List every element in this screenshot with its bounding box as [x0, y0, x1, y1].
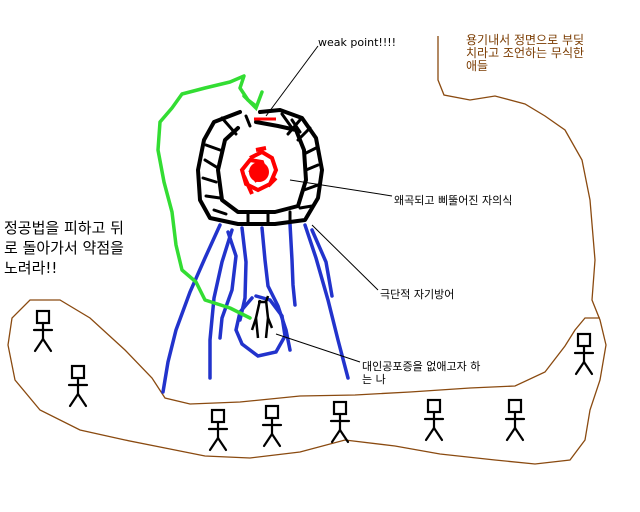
crowd-label-line1: 용기내서 정면으로 부딪 — [466, 33, 585, 47]
stick-figure — [329, 400, 351, 444]
stick-figure — [423, 398, 445, 442]
stick-figure — [207, 408, 229, 452]
stick-figure — [32, 309, 54, 353]
weak-point-label: weak point!!!! — [318, 36, 397, 49]
arrow-head — [242, 90, 264, 112]
stick-figure — [67, 364, 89, 408]
advice-label-line2: 로 돌아가서 약점을 — [4, 239, 124, 257]
leader-lines — [265, 45, 393, 363]
me-figure — [250, 295, 274, 339]
advice-label-line3: 노려라!! — [4, 259, 58, 277]
detour-path — [156, 74, 258, 320]
me-label-line2: 는 나 — [362, 373, 386, 386]
fortress — [196, 108, 324, 226]
extreme-defense-label: 극단적 자기방어 — [380, 288, 455, 301]
defense-legs — [161, 222, 350, 394]
stick-figure — [504, 398, 526, 442]
distorted-self-label: 왜곡되고 삐뚤어진 자의식 — [394, 194, 513, 207]
stick-figure — [261, 404, 283, 448]
crowd-label-line2: 치라고 조언하는 무식한 — [466, 46, 585, 60]
crowd-area-outline — [7, 36, 607, 465]
me-label-line1: 대인공포증을 없애고자 하 — [362, 360, 481, 373]
crowd-figures — [32, 309, 595, 452]
advice-label-line1: 정공법을 피하고 뒤 — [4, 219, 124, 237]
stick-figure — [573, 332, 595, 376]
crowd-label-line3: 애들 — [466, 59, 489, 73]
core-scribble — [239, 146, 279, 195]
